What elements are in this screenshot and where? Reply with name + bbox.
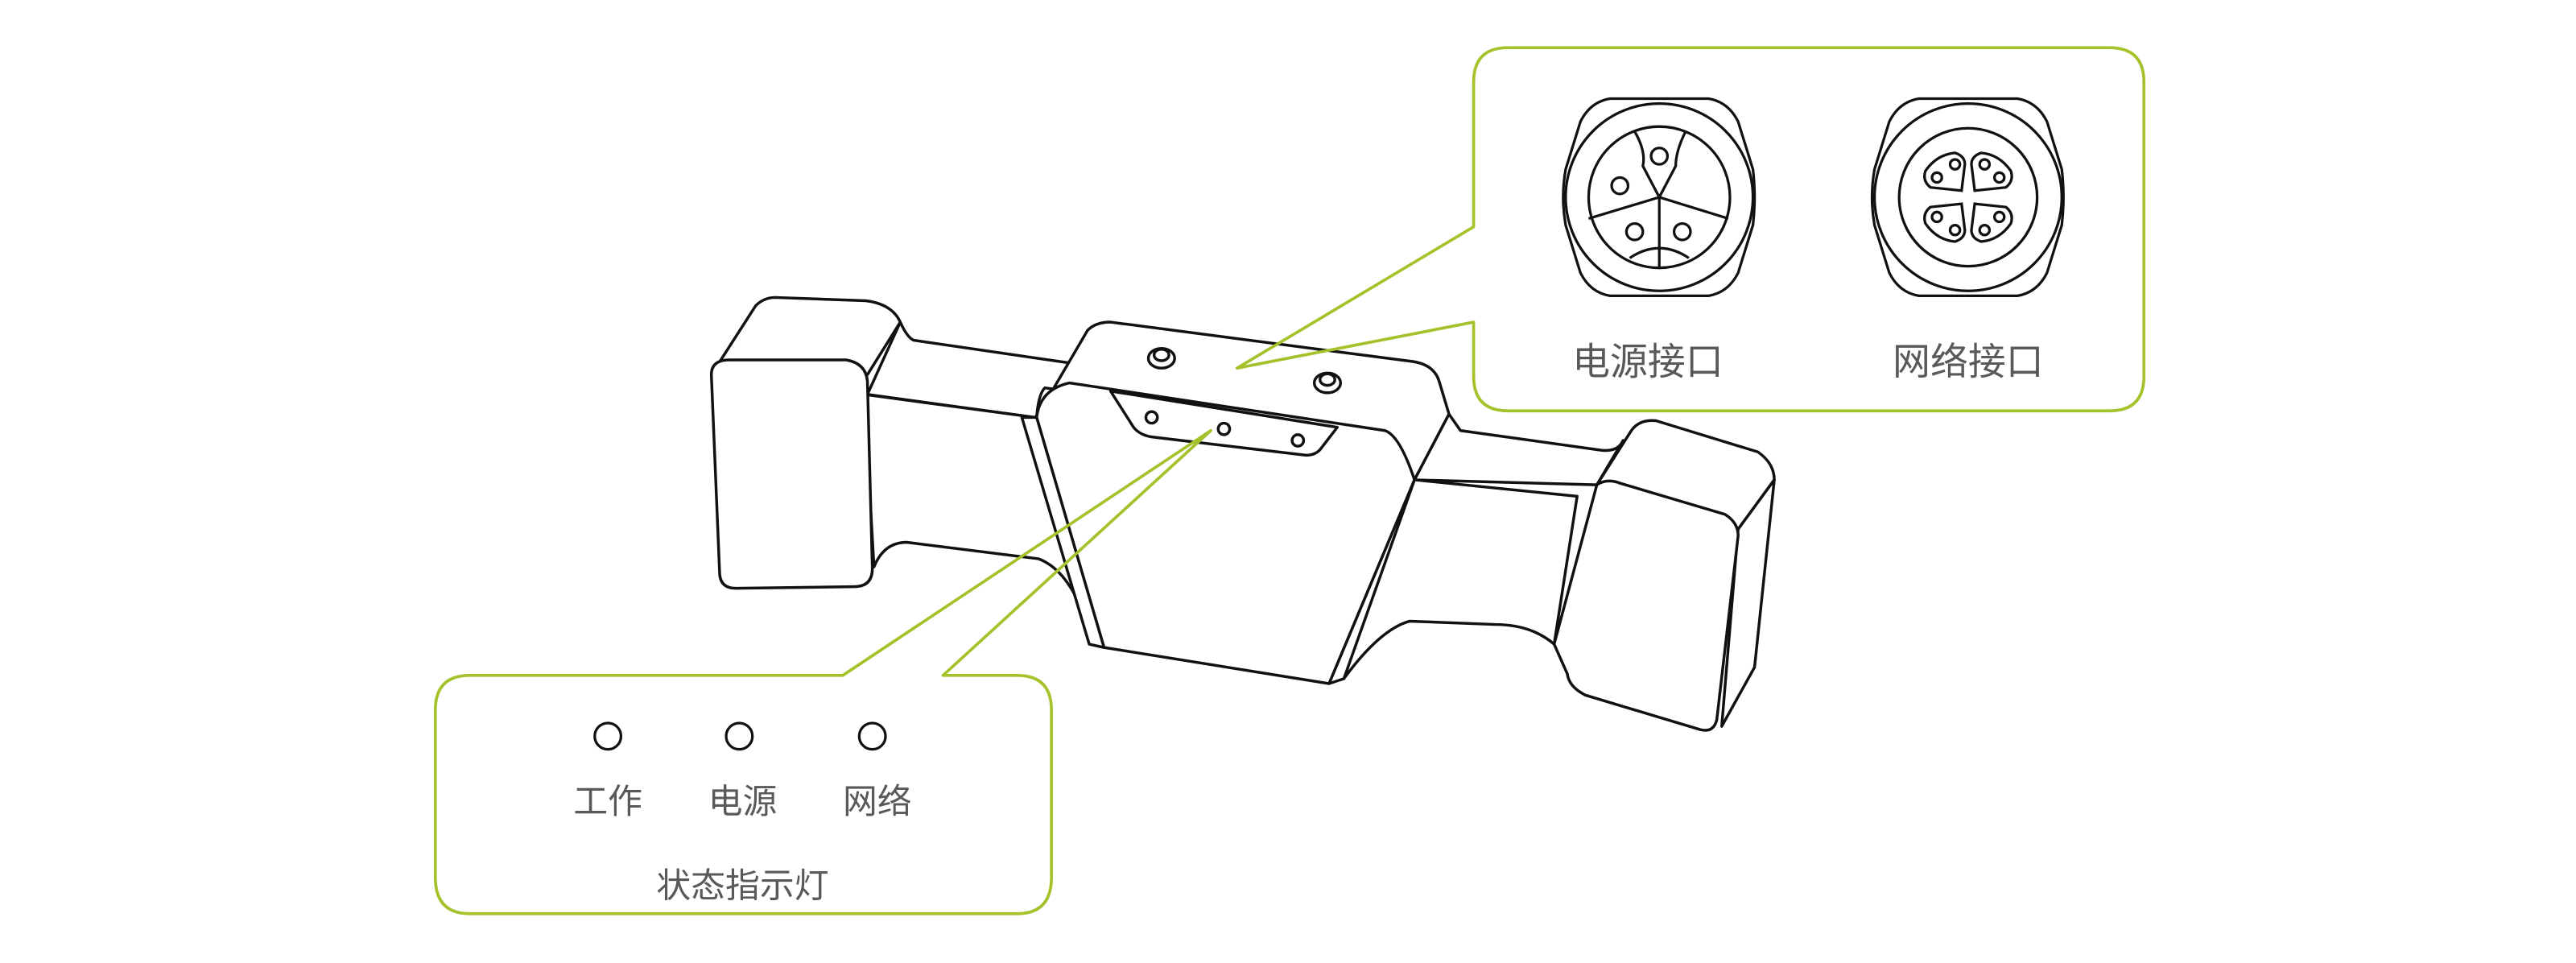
status-lights-callout: 工作 电源 网络 状态指示灯 xyxy=(433,428,1212,915)
top-connector-left xyxy=(1146,346,1176,370)
left-handle-top xyxy=(709,296,902,377)
network-port-icon xyxy=(1870,97,2065,298)
status-lights-group-label: 状态指示灯 xyxy=(656,866,828,906)
network-port-label: 网络接口 xyxy=(1893,340,2044,384)
left-handle-front xyxy=(709,358,874,590)
network-indicator-icon xyxy=(857,721,887,751)
work-indicator-icon xyxy=(593,721,623,751)
lights-callout-frame xyxy=(433,428,1212,915)
led-hole-work xyxy=(1144,410,1159,425)
right-handle-front xyxy=(1552,479,1740,732)
network-indicator-label: 网络 xyxy=(843,782,912,822)
right-arm-bottom xyxy=(1342,478,1579,680)
right-handle-side xyxy=(1720,478,1776,728)
work-indicator-label: 工作 xyxy=(573,782,642,822)
power-port-label: 电源接口 xyxy=(1572,340,1724,384)
power-port-icon xyxy=(1562,97,1757,298)
ports-callout: 电源接口 网络接口 xyxy=(1235,46,2146,413)
right-arm-top xyxy=(1413,412,1625,486)
led-hole-network xyxy=(1290,433,1306,448)
center-body-side-left xyxy=(1020,415,1106,649)
center-body-front xyxy=(1035,381,1416,685)
led-hole-power xyxy=(1216,421,1232,436)
device-body xyxy=(709,296,1776,732)
center-body-top xyxy=(1035,320,1451,482)
power-indicator-icon xyxy=(724,721,754,751)
power-indicator-label: 电源 xyxy=(708,782,778,822)
ports-callout-frame xyxy=(1235,46,2146,413)
top-connector-right xyxy=(1312,371,1343,395)
